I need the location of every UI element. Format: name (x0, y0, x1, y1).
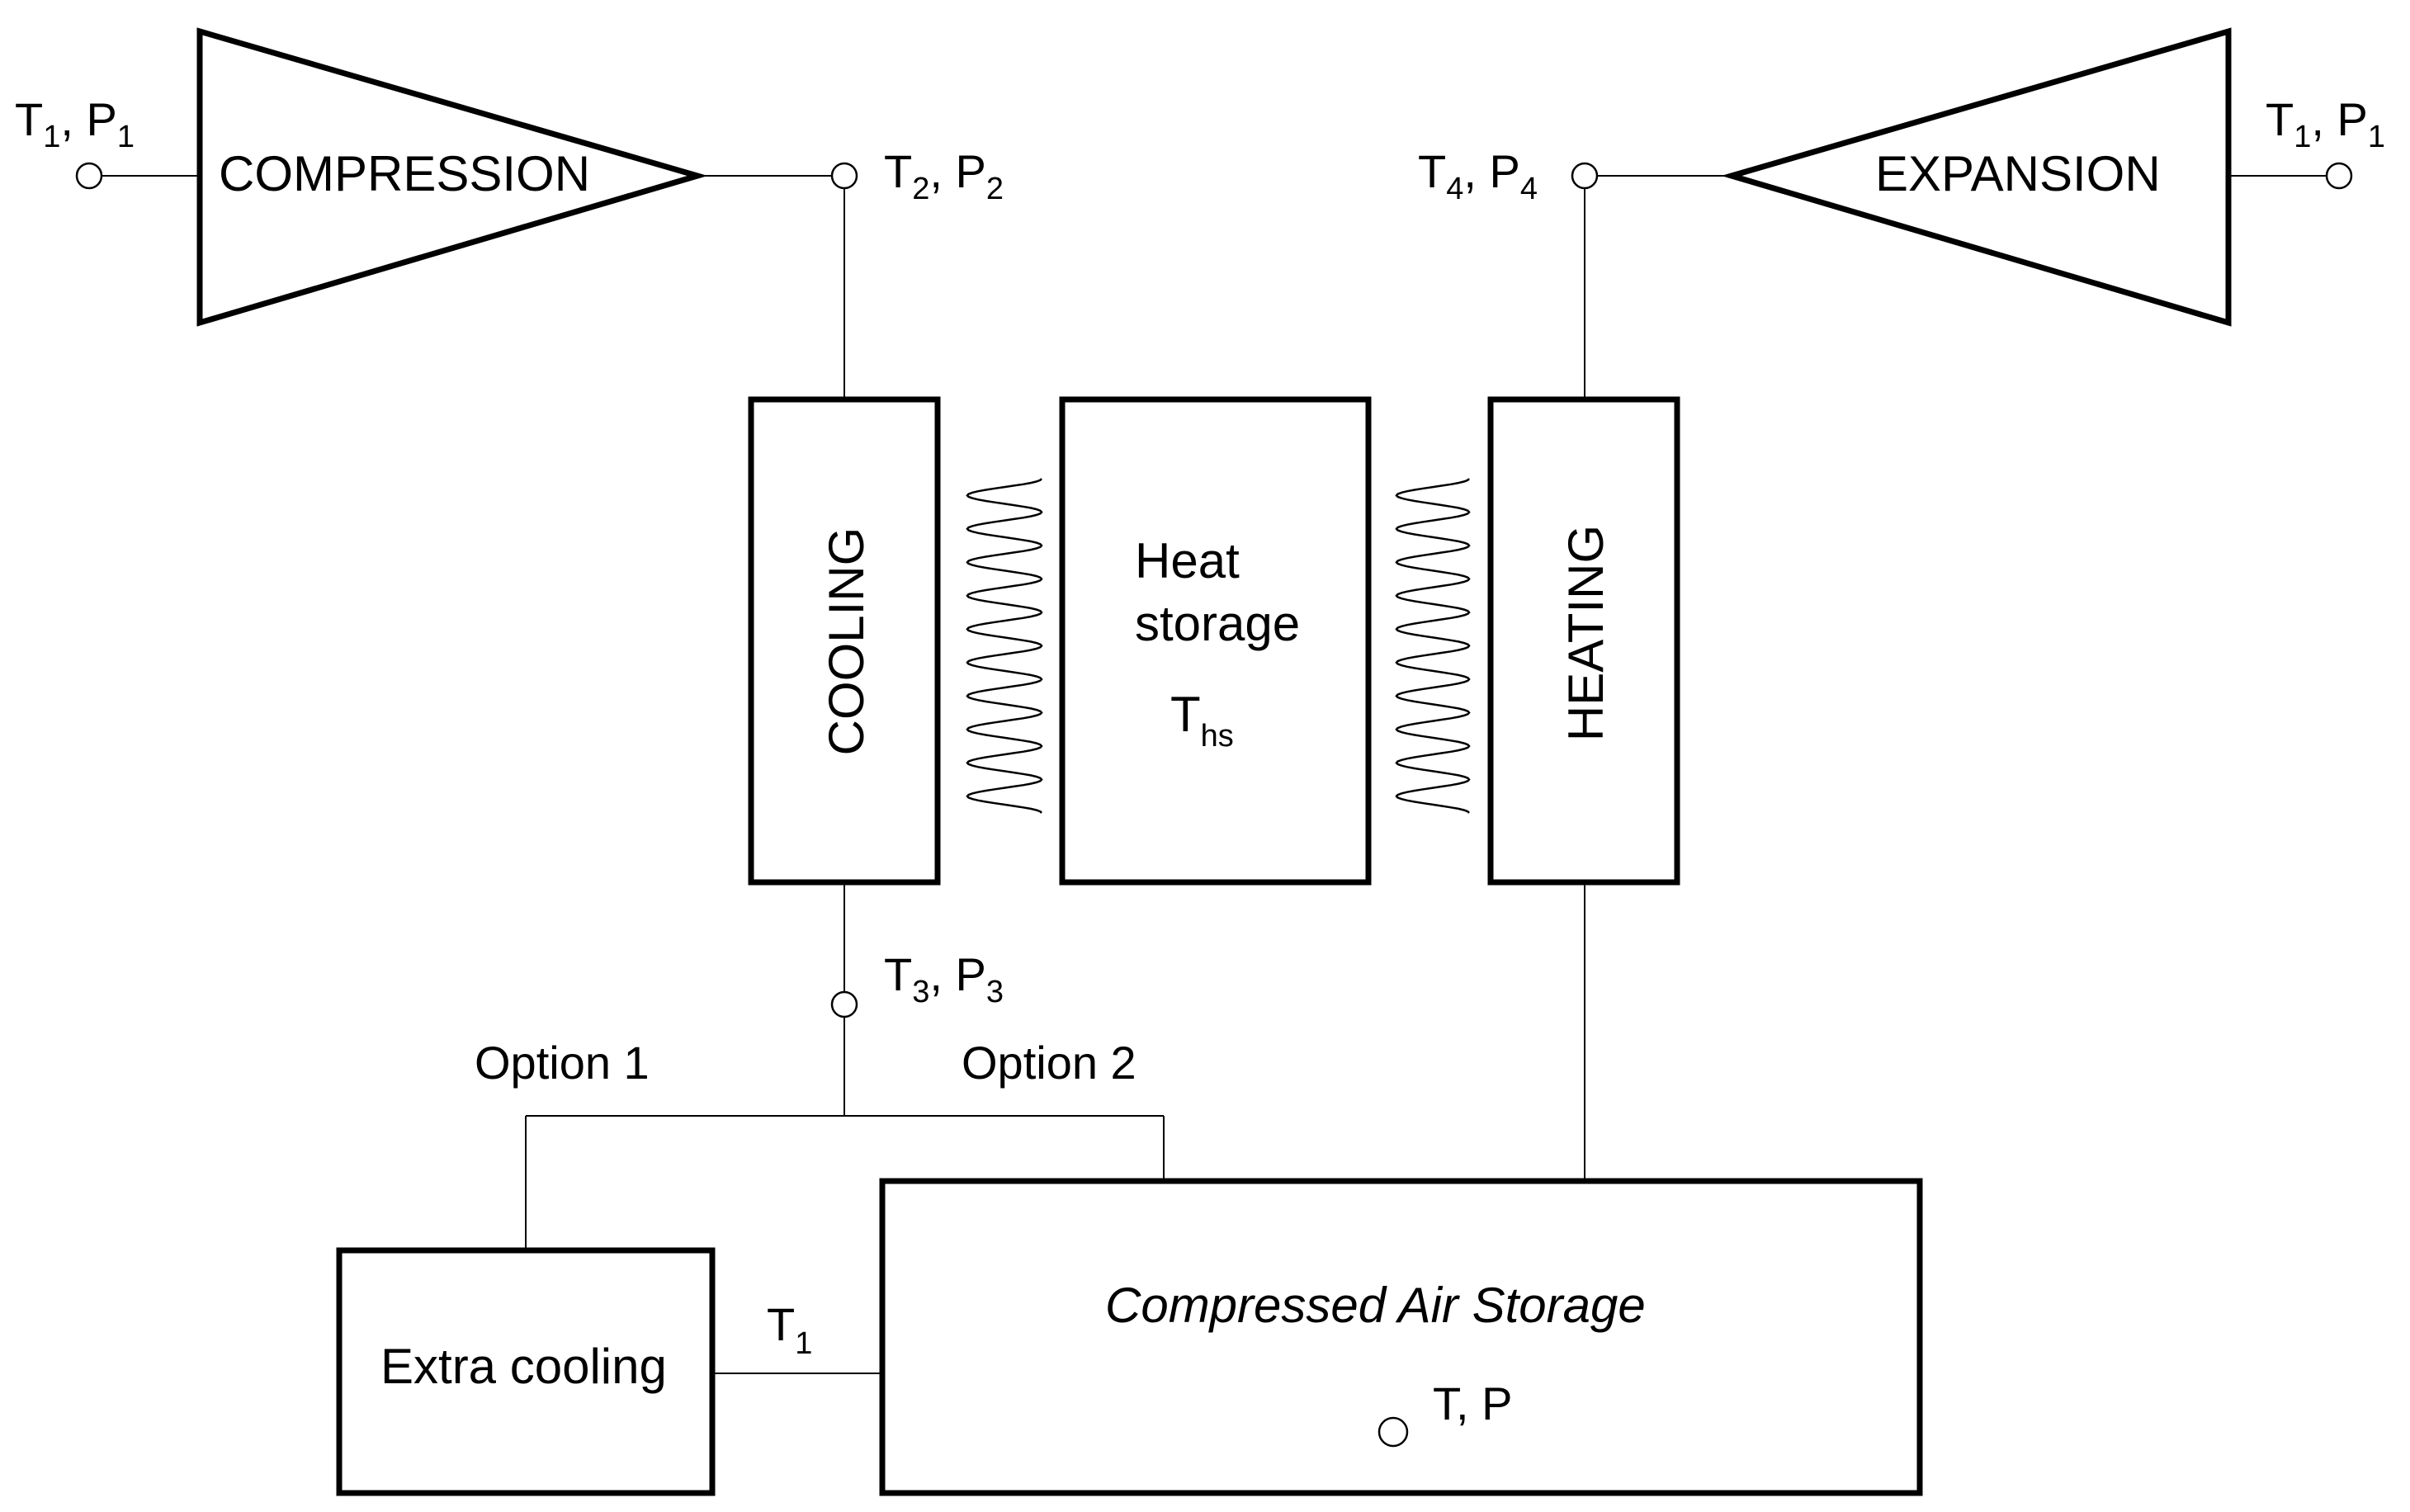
compressed-air-storage-label: Compressed Air Storage (1105, 1278, 1646, 1333)
option2-label: Option 2 (962, 1037, 1136, 1089)
inlet-node (75, 162, 103, 190)
cooling-label: COOLING (819, 527, 874, 756)
state4-node (1571, 162, 1599, 190)
heating-label: HEATING (1558, 525, 1614, 741)
extra-cooling-label: Extra cooling (380, 1339, 667, 1394)
extra-cooling-box (336, 1247, 716, 1496)
state2-node (830, 162, 858, 190)
heat-storage-label-line2: storage (1135, 596, 1300, 651)
connection-lines (101, 175, 2327, 1374)
t1-link-label: T1 (767, 1298, 812, 1361)
heat-exchange-coil-right (1395, 478, 1471, 814)
outlet-state-label: T1, P1 (2266, 93, 2385, 154)
storage-state-label: T, P (1433, 1377, 1512, 1429)
state3-label: T3, P3 (884, 948, 1004, 1009)
option1-label: Option 1 (475, 1037, 650, 1089)
expander-shape (1721, 27, 2232, 327)
outlet-node (2325, 162, 2353, 190)
compressor-shape (196, 27, 708, 327)
storage-state-node (1377, 1416, 1409, 1448)
heating-box (1487, 396, 1680, 886)
heat-storage-temperature: Ths (1170, 687, 1234, 754)
heat-exchange-coil-left (966, 478, 1043, 814)
heat-storage-label-line1: Heat (1135, 533, 1240, 588)
heat-storage-box (1059, 396, 1372, 886)
expansion-label: EXPANSION (1875, 146, 2161, 201)
state4-label: T4, P4 (1418, 145, 1538, 206)
inlet-state-label: T1, P1 (15, 93, 135, 154)
compression-label: COMPRESSION (219, 146, 590, 201)
state3-node (830, 990, 858, 1018)
compressed-air-storage-box (879, 1178, 1923, 1496)
state2-label: T2, P2 (884, 145, 1004, 206)
cooling-box (748, 396, 941, 886)
